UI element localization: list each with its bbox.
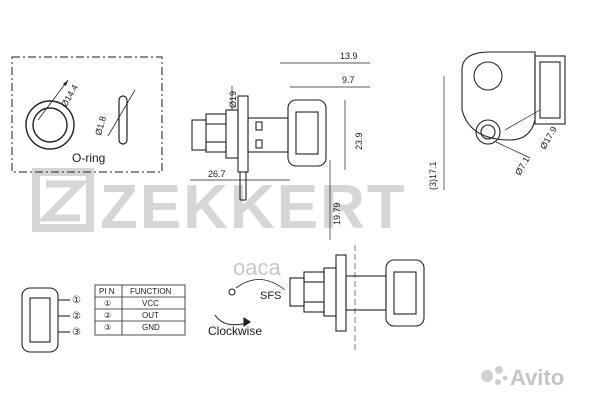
avito-watermark: Avito (481, 365, 564, 390)
sfs-label: SFS (260, 290, 281, 302)
pin-marker-2: ② (72, 311, 81, 322)
pin-marker-1: ① (72, 295, 81, 306)
pin-function-table (94, 284, 186, 336)
sensor-end-view (443, 51, 566, 190)
avito-text: Avito (510, 365, 564, 390)
dim-dia-7-1: Ø7.1 (513, 155, 531, 177)
dim-17-1: (3)17.1 (428, 161, 438, 190)
connector-pinout (21, 287, 70, 353)
oring-outer-dim: Ø14.4 (59, 83, 80, 109)
dim-dia-19: Ø19 (228, 91, 238, 108)
brand-watermark: ZEKKERT (32, 168, 407, 242)
rotation-diagram (214, 245, 425, 350)
table-header-function: FUNCTION (130, 287, 172, 296)
dim-26-7: 26.7 (208, 169, 226, 179)
dim-9-7: 9.7 (342, 75, 355, 85)
dim-23-9: 23.9 (354, 132, 364, 150)
pin-marker-3: ③ (72, 327, 81, 338)
table-cell-function-2: OUT (142, 311, 159, 320)
oring-section-dim: Ø1.8 (93, 115, 108, 136)
oring-label: O-ring (72, 151, 105, 165)
table-cell-pin-3: ③ (104, 323, 111, 332)
table-cell-pin-2: ② (104, 311, 111, 320)
dim-19-79: 19.79 (332, 202, 342, 225)
oring-detail: Ø14.4 Ø1.8 O-ring (11, 56, 163, 173)
sensor-side-view (190, 62, 370, 240)
table-cell-pin-1: ① (104, 299, 111, 308)
faint-overlay-text: оаса (233, 255, 281, 280)
dim-dia-17-9: Ø17.9 (538, 125, 559, 151)
table-header-pin: PI N (99, 287, 115, 296)
watermark-text: ZEKKERT (100, 173, 407, 242)
table-cell-function-3: GND (142, 323, 160, 332)
dim-13-9: 13.9 (340, 51, 358, 61)
rotation-direction: Clockwise (208, 324, 262, 338)
table-cell-function-1: VCC (142, 299, 159, 308)
